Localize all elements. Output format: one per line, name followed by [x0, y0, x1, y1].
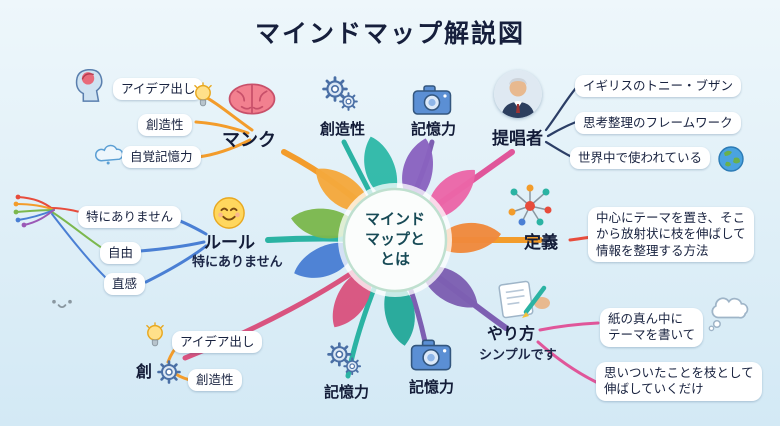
proposer-child-worldwide: 世界中で使われている	[570, 147, 711, 170]
node-definition: 定義	[524, 233, 558, 252]
camera-icon	[410, 338, 452, 372]
proposer-child-framework: 思考整理のフレームワーク	[575, 112, 741, 135]
page-title: マインドマップ解説図	[254, 20, 525, 48]
rules-child-intuition: 直感	[104, 273, 146, 296]
globe-icon	[718, 146, 744, 172]
definition-description: 中心にテーマを置き、そこ から放射状に枝を伸ばして 情報を整理する方法	[588, 207, 754, 262]
gear-icon	[157, 360, 181, 384]
rules-child-free: 自由	[100, 242, 142, 265]
node-idea-bottom: 創	[136, 364, 153, 381]
how-sublabel: シンプルです	[479, 347, 557, 362]
rules-sublabel: 特にありません	[192, 254, 283, 269]
idea-child-idea: アイデア出し	[172, 331, 263, 354]
node-rules: ルール	[204, 233, 255, 252]
smiley-icon	[212, 196, 246, 230]
node-how: やり方	[487, 326, 536, 343]
node-memory-bottom-left: 記憶力	[324, 384, 370, 401]
idea-child-creativity: 創造性	[188, 369, 242, 392]
rules-child-none: 特にありません	[78, 206, 182, 229]
merit-child-memory: 自覚記憶力	[122, 146, 201, 169]
merit-child-idea: アイデア出し	[113, 78, 204, 101]
how-child-extend-branches: 思いついたことを枝として 伸ばしていくだけ	[596, 362, 762, 401]
fiber-strands-icon	[10, 192, 58, 228]
brain-in-head-icon	[70, 66, 108, 104]
center-topic: マインド マップと とは	[364, 210, 425, 269]
proposer-child-buzan: イギリスのトニー・ブザン	[575, 75, 742, 98]
writing-hand-icon	[498, 276, 552, 320]
thought-bubble-icon	[706, 292, 754, 332]
portrait-icon	[494, 70, 542, 118]
how-child-write-theme: 紙の真ん中に テーマを書いて	[600, 308, 704, 347]
lightbulb-icon	[144, 322, 166, 349]
merit-child-creativity: 創造性	[138, 114, 192, 137]
camera-icon	[412, 84, 452, 116]
lightbulb-icon	[192, 82, 214, 109]
network-icon	[506, 184, 554, 228]
tiny-face-icon	[48, 296, 76, 312]
brain-icon	[226, 80, 278, 118]
node-memory-bottom-right: 記憶力	[409, 379, 455, 396]
gears-icon	[322, 76, 362, 116]
node-proposer: 提唱者	[492, 129, 543, 148]
node-memory-top: 記憶力	[411, 121, 457, 138]
gears-icon	[327, 342, 365, 380]
node-creativity-top: 創造性	[320, 121, 366, 138]
node-merit: マンク	[222, 130, 276, 150]
